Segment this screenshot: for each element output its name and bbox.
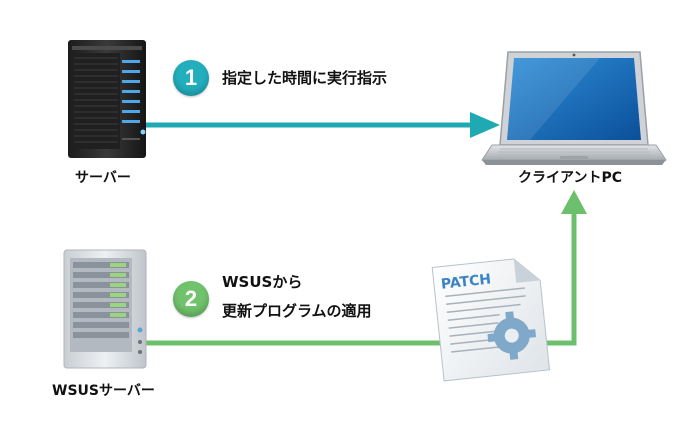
patch-title: PATCH [440, 272, 492, 293]
arrowhead-up [561, 190, 587, 214]
laptop-icon [481, 51, 667, 165]
client-pc-label: クライアントPC [518, 170, 622, 186]
step-2-badge: 2 [173, 281, 209, 317]
server-label: サーバー [75, 170, 131, 186]
step-1-text: 指定した時間に実行指示 [222, 69, 388, 87]
arrowhead-right [470, 112, 500, 138]
patch-document-icon: PATCH [431, 258, 551, 382]
gear-icon [487, 311, 537, 360]
connector-step-2 [145, 190, 587, 346]
dark-rack-server-icon [68, 40, 146, 158]
wsus-server-label: WSUSサーバー [52, 383, 155, 399]
light-tower-server-icon [63, 249, 147, 369]
step-1-badge: 1 [173, 60, 209, 96]
step-2-text-line2: 更新プログラムの適用 [222, 302, 372, 320]
step-2-text-line1: WSUSから [222, 273, 303, 291]
connector-step-1 [145, 112, 500, 138]
